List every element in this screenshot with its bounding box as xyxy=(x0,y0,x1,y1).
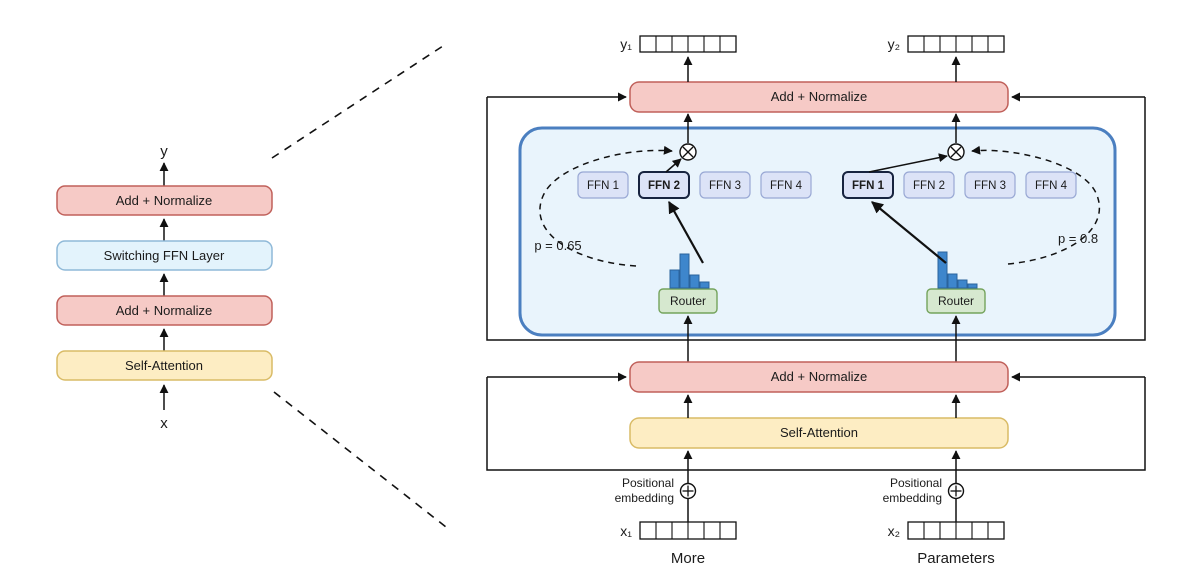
residual-path xyxy=(486,97,1146,341)
router-label-left: Router xyxy=(670,294,706,308)
ffn-box-selected xyxy=(638,171,690,199)
ffn-label-selected: FFN 1 xyxy=(852,180,885,192)
self-attention-label: Self-Attention xyxy=(125,358,203,373)
router-histogram-right xyxy=(937,251,978,289)
self-attention-block-right xyxy=(629,417,1009,449)
add-normalize-label: Add + Normalize xyxy=(116,303,212,318)
output-y2-label: y₂ xyxy=(888,36,900,52)
router-histogram-bar xyxy=(669,269,680,289)
switching-ffn-layer-label: Switching FFN Layer xyxy=(104,248,225,263)
input-x2-label: x₂ xyxy=(888,523,900,539)
add-normalize-mid-block xyxy=(629,361,1009,393)
residual-path xyxy=(486,377,1146,471)
ffn-label: FFN 1 xyxy=(587,180,619,192)
add-normalize-mid-label: Add + Normalize xyxy=(771,369,867,384)
ffn-label-selected: FFN 2 xyxy=(648,180,680,192)
ffn-box xyxy=(903,171,955,199)
ffn-box xyxy=(699,171,751,199)
residual-connection-bottom xyxy=(486,372,1146,471)
ffn-label: FFN 2 xyxy=(913,180,945,192)
add-normalize-top-block xyxy=(629,81,1009,113)
positional-embedding-label: embedding xyxy=(883,491,942,505)
positional-embedding-label: embedding xyxy=(615,491,674,505)
switching-ffn-container xyxy=(518,126,1117,337)
router-to-ffn-arrow-left xyxy=(668,200,704,264)
token-strip-x1 xyxy=(639,521,737,540)
router-box-left xyxy=(658,288,718,314)
token-strip-y2 xyxy=(907,35,1005,53)
gate-probability-label-left: p = 0.65 xyxy=(534,238,581,253)
left-stack-panel: y Add + Normalize Switching FFN Layer Ad… xyxy=(56,143,273,432)
ffn-box xyxy=(577,171,629,199)
router-to-ffn-arrow-right xyxy=(871,201,947,264)
ffn-to-multiply-arrow-left xyxy=(665,158,682,173)
ffn-label: FFN 3 xyxy=(974,180,1006,192)
plus-icon xyxy=(679,482,697,500)
expert-group-right: FFN 1 FFN 2 FFN 3 FFN 4 xyxy=(842,171,1077,199)
multiply-icon xyxy=(679,143,697,161)
router-histogram-bar xyxy=(679,253,690,289)
positional-embedding-label: Positional xyxy=(622,476,674,490)
input-x-label: x xyxy=(160,415,168,432)
add-normalize-top-label: Add + Normalize xyxy=(771,89,867,104)
self-attention-block xyxy=(56,350,273,381)
router-box-right xyxy=(926,288,986,314)
zoom-line-bottom xyxy=(273,391,447,528)
ffn-to-multiply-arrow-right xyxy=(868,153,948,173)
gate-dashed-arc-left xyxy=(539,145,673,267)
ffn-label: FFN 4 xyxy=(770,180,803,192)
add-normalize-block xyxy=(56,295,273,326)
token-strip-y1 xyxy=(639,35,737,53)
zoom-connector-lines xyxy=(271,43,447,528)
router-histogram-bar xyxy=(947,273,958,289)
add-normalize-block xyxy=(56,185,273,216)
router-histogram-bar xyxy=(689,274,700,289)
zoom-line-top xyxy=(271,43,447,159)
router-label-right: Router xyxy=(938,294,974,308)
router-histogram-bar xyxy=(967,283,978,289)
router-histogram-bar xyxy=(957,279,968,289)
input-x1-label: x₁ xyxy=(620,523,632,539)
ffn-box xyxy=(760,171,812,199)
switching-ffn-layer-block xyxy=(56,240,273,271)
ffn-box-selected xyxy=(842,171,894,199)
token-strip-x2 xyxy=(907,521,1005,540)
ffn-box xyxy=(964,171,1016,199)
positional-embedding-label: Positional xyxy=(890,476,942,490)
self-attention-label-right: Self-Attention xyxy=(780,425,858,440)
residual-connection-top xyxy=(486,92,1146,341)
gate-dashed-arc-right xyxy=(971,145,1101,265)
output-y-label: y xyxy=(160,143,168,160)
ffn-box xyxy=(1025,171,1077,199)
ffn-label: FFN 3 xyxy=(709,180,741,192)
caption-parameters: Parameters xyxy=(917,550,995,567)
add-normalize-label: Add + Normalize xyxy=(116,193,212,208)
plus-icon xyxy=(947,482,965,500)
router-histogram-bar xyxy=(937,251,948,289)
router-histogram-bar xyxy=(699,281,710,289)
multiply-icon xyxy=(947,143,965,161)
ffn-label: FFN 4 xyxy=(1035,180,1068,192)
output-y1-label: y₁ xyxy=(620,36,632,52)
caption-more: More xyxy=(671,550,705,567)
gate-probability-label-right: p = 0.8 xyxy=(1058,231,1098,246)
expert-group-left: FFN 1 FFN 2 FFN 3 FFN 4 xyxy=(577,171,812,199)
router-histogram-left xyxy=(669,253,710,289)
